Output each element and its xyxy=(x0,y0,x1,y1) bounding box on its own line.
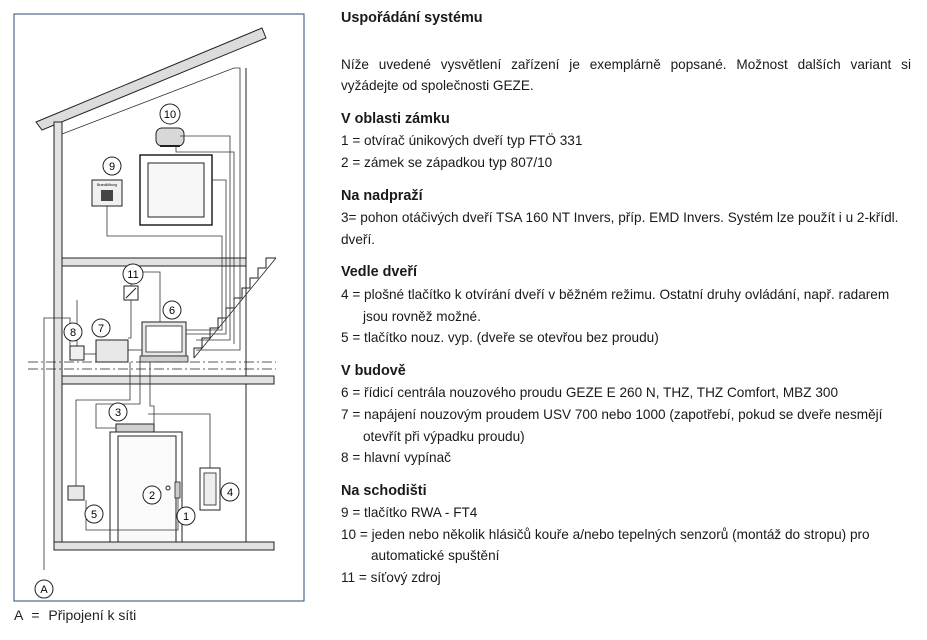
legend-letter: A xyxy=(14,607,23,623)
rwa-button-core xyxy=(101,190,113,201)
callout-3: 3 xyxy=(108,402,128,422)
list-item: 5 = tlačítko nouz. vyp. (dveře se otevřo… xyxy=(341,330,659,346)
callout-10-label: 10 xyxy=(164,109,176,121)
callout-7: 7 xyxy=(91,318,111,338)
smoke-detector xyxy=(155,127,185,147)
section-title-transom: Na nadpraží xyxy=(341,187,423,204)
callout-6-label: 6 xyxy=(169,305,175,317)
roof xyxy=(35,27,267,131)
section-staircase: Na schodišti 9 = tlačítko RWA - FT4 10 =… xyxy=(341,481,911,589)
emergency-stop xyxy=(67,485,85,501)
callout-a-label: A xyxy=(40,584,48,596)
list-item: 4 = plošné tlačítko k otvírání dveří v b… xyxy=(341,286,890,324)
section-transom: Na nadpraží 3= pohon otáčivých dveří TSA… xyxy=(341,186,911,251)
section-lock-area: V oblasti zámku 1 = otvírač únikových dv… xyxy=(341,109,911,174)
list-item: 8 = hlavní vypínač xyxy=(341,450,451,466)
smoke-vent-window-inner xyxy=(147,162,205,218)
door-handle xyxy=(165,485,171,491)
callout-8-label: 8 xyxy=(70,327,76,339)
stair-rail xyxy=(193,257,277,359)
middle-floor-slab xyxy=(61,375,275,385)
callout-11: 11 xyxy=(122,263,144,285)
callout-3-label: 3 xyxy=(115,407,121,419)
legend-text: Připojení k síti xyxy=(48,607,137,623)
callout-10: 10 xyxy=(159,103,181,125)
callout-a: A xyxy=(34,579,54,599)
callout-4: 4 xyxy=(220,482,240,502)
control-unit-base xyxy=(139,355,189,363)
list-item: 6 = řídicí centrála nouzového proudu GEZ… xyxy=(341,385,839,401)
list-item: 7 = napájení nouzovým proudem USV 700 ne… xyxy=(341,406,883,444)
callout-1-label: 1 xyxy=(183,511,189,523)
list-item: 1 = otvírač únikových dveří typ FTÖ 331 xyxy=(341,133,583,149)
section-beside-door: Vedle dveří 4 = plošné tlačítko k otvírá… xyxy=(341,262,911,348)
legend-equals: = xyxy=(31,607,40,623)
callout-9-label: 9 xyxy=(109,161,115,173)
power-supply-mark xyxy=(125,287,137,299)
section-title-staircase: Na schodišti xyxy=(341,482,427,499)
legend-a: A = Připojení k síti xyxy=(14,607,136,623)
push-plate-inner xyxy=(203,472,217,506)
callout-4-label: 4 xyxy=(227,487,233,499)
intro-paragraph: Níže uvedené vysvětlení zařízení je exem… xyxy=(341,56,911,94)
callout-1: 1 xyxy=(176,506,196,526)
left-wall xyxy=(53,121,63,543)
ground-slab xyxy=(53,541,275,551)
callout-8: 8 xyxy=(63,322,83,342)
control-unit-front xyxy=(145,325,183,353)
callout-7-label: 7 xyxy=(98,323,104,335)
upper-floor-slab xyxy=(61,257,247,267)
section-building: V budově 6 = řídicí centrála nouzového p… xyxy=(341,361,911,469)
callout-11-label: 11 xyxy=(127,269,138,281)
callout-5: 5 xyxy=(84,504,104,524)
rwa-button-label: Brandlüftung xyxy=(97,183,117,187)
description-column: Uspořádání systému Níže uvedené vysvětle… xyxy=(341,8,911,589)
escape-door-opener xyxy=(174,481,181,499)
callout-2-label: 2 xyxy=(149,490,155,502)
main-switch xyxy=(69,345,85,361)
ups-unit xyxy=(95,339,129,363)
list-item: 2 = zámek se západkou typ 807/10 xyxy=(341,154,553,170)
list-item: 10 = jeden nebo několik hlásičů kouře a/… xyxy=(341,526,870,564)
callout-6: 6 xyxy=(162,300,182,320)
list-item: 3= pohon otáčivých dveří TSA 160 NT Inve… xyxy=(341,210,899,247)
callout-9: 9 xyxy=(102,156,122,176)
section-title-beside-door: Vedle dveří xyxy=(341,264,417,281)
section-title-building: V budově xyxy=(341,362,406,379)
building-frame xyxy=(13,13,305,602)
main-heading: Uspořádání systému xyxy=(341,10,483,26)
section-title-lock-area: V oblasti zámku xyxy=(341,110,450,127)
callout-2: 2 xyxy=(142,485,162,505)
system-layout-diagram: Brandlüftung xyxy=(13,13,305,602)
callout-5-label: 5 xyxy=(91,509,97,521)
door-operator xyxy=(115,423,155,433)
list-item: 11 = síťový zdroj xyxy=(341,570,441,586)
list-item: 9 = tlačítko RWA - FT4 xyxy=(341,505,478,521)
cabling xyxy=(43,67,241,570)
